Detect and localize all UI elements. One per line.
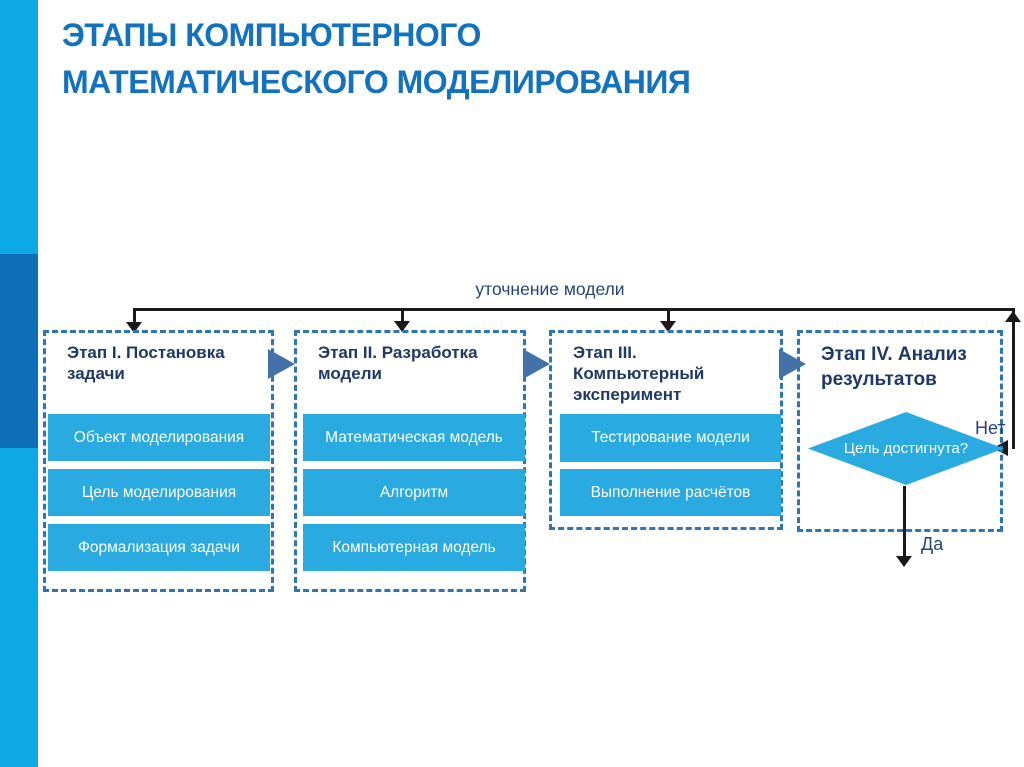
accent-bar-middle xyxy=(0,254,38,448)
stage-4-header: Этап IV. Анализ результатов xyxy=(821,344,967,390)
stage-3-item: Выполнение расчётов xyxy=(560,469,781,516)
arrow-up-feedback-icon xyxy=(1005,311,1021,322)
stage-1-item: Объект моделирования xyxy=(48,414,270,461)
arrow-down-into-stage1-icon xyxy=(126,322,142,333)
stage-box-1: Этап I. Постановка задачи Объект моделир… xyxy=(43,330,274,592)
stage-box-4: Этап IV. Анализ результатов xyxy=(797,330,1003,532)
accent-bar-top xyxy=(0,0,38,254)
arrow-down-into-stage3-icon xyxy=(660,321,676,332)
accent-bar-bottom xyxy=(0,448,38,767)
page-title-line-1: ЭТАПЫ КОМПЬЮТЕРНОГО xyxy=(62,17,481,53)
decision-question: Цель достигнута? xyxy=(843,440,969,457)
stage-1-header: Этап I. Постановка задачи xyxy=(67,343,225,383)
stage2-to-stage3-arrow-icon xyxy=(523,349,550,379)
feedback-line-right-vertical xyxy=(1012,308,1015,449)
stage-1-item: Формализация задачи xyxy=(48,524,270,571)
stage1-to-stage2-arrow-icon xyxy=(268,349,295,379)
page-title-line-2: МАТЕМАТИЧЕСКОГО МОДЕЛИРОВАНИЯ xyxy=(62,64,691,100)
no-branch-label: Нет xyxy=(975,418,1006,438)
feedback-line-stage2-drop xyxy=(401,310,404,322)
arrow-down-yes-icon xyxy=(896,556,912,567)
yes-branch-label: Да xyxy=(921,534,944,554)
stage-3-item: Тестирование модели xyxy=(560,414,781,462)
stage-2-item: Алгоритм xyxy=(303,469,525,516)
feedback-loop-label: уточнение модели xyxy=(475,279,625,299)
stage-3-header: Этап III. Компьютерный эксперимент xyxy=(573,343,705,404)
stage-1-item: Цель моделирования xyxy=(48,469,270,516)
arrow-down-into-stage2-icon xyxy=(394,321,410,332)
feedback-line-left-drop xyxy=(133,308,136,323)
stage3-to-stage4-arrow-icon xyxy=(779,349,806,379)
stage-box-3: Этап III. Компьютерный эксперимент Тести… xyxy=(549,330,783,530)
stage-box-2: Этап II. Разработка модели Математическа… xyxy=(294,330,526,592)
stage-2-item: Математическая модель xyxy=(303,414,525,461)
yes-branch-line xyxy=(903,486,906,558)
feedback-line-horizontal xyxy=(133,308,1015,311)
feedback-line-stage3-drop xyxy=(667,310,670,322)
stage-2-header: Этап II. Разработка модели xyxy=(318,343,478,383)
page-title: ЭТАПЫ КОМПЬЮТЕРНОГО МАТЕМАТИЧЕСКОГО МОДЕ… xyxy=(62,12,922,106)
stage-2-item: Компьютерная модель xyxy=(303,524,525,571)
